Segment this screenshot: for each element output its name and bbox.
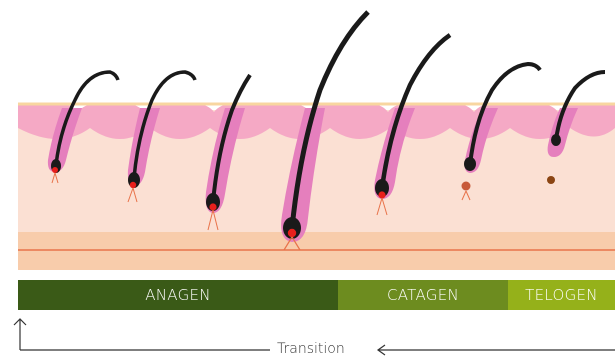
phase-label-telogen: TELOGEN: [525, 286, 598, 304]
hair-bulb: [551, 134, 561, 146]
phase-bar-telogen: TELOGEN: [508, 280, 615, 310]
dermal-papilla: [130, 182, 136, 188]
phase-bar-catagen: CATAGEN: [338, 280, 508, 310]
up-arrow-icon: [14, 319, 26, 350]
phase-bar-anagen: ANAGEN: [18, 280, 338, 310]
phase-label-catagen: CATAGEN: [387, 286, 459, 304]
dermal-papilla: [462, 182, 471, 191]
dermal-papilla: [52, 167, 58, 173]
transition-label: Transition: [277, 342, 345, 356]
dermal-papilla: [209, 203, 216, 210]
dermal-papilla: [378, 191, 385, 198]
phase-label-anagen: ANAGEN: [145, 286, 211, 304]
dermal-papilla: [547, 176, 555, 184]
hair-bulb: [464, 157, 476, 171]
fat-layer: [18, 232, 615, 270]
dermal-papilla: [288, 229, 296, 237]
hair-cycle-illustration: [0, 0, 615, 275]
